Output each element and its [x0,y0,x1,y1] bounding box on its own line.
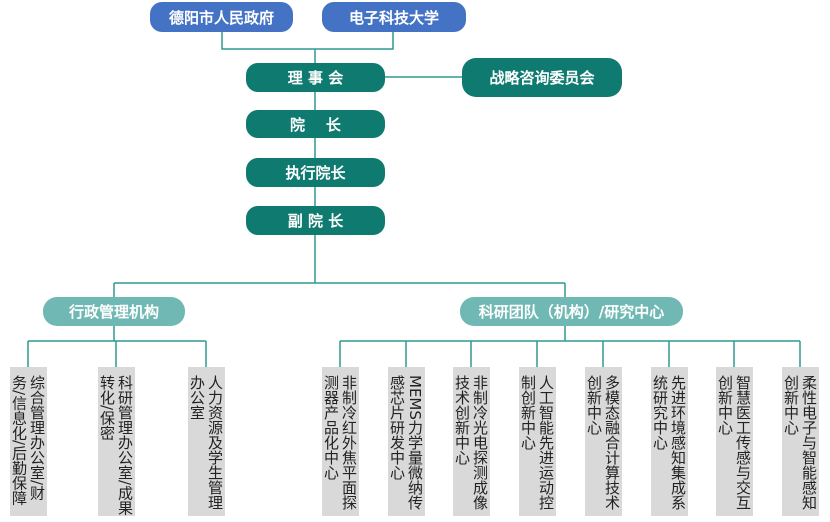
research-unit: 先进环境感知集成系统研究中心 [651,367,688,516]
node-uestc: 电子科技大学 [322,2,466,32]
node-executive-president: 执行院长 [246,158,385,187]
research-unit: MEMS力学量微纳传感芯片研发中心 [388,367,425,516]
admin-unit: 综合管理办公室/财务/信息化/后勤保障 [10,367,47,516]
research-unit: 多模态融合计算技术创新中心 [585,367,622,516]
node-admin: 行政管理机构 [43,297,185,326]
node-research: 科研团队（机构）/研究中心 [460,297,683,326]
research-unit: 柔性电子与智能感知创新中心 [782,367,819,516]
node-president: 院 长 [246,110,385,138]
node-deyang-government: 德阳市人民政府 [150,2,293,32]
admin-unit: 科研管理办公室/成果转化/保密 [98,367,135,516]
research-unit: 智慧医工传感与交互创新中心 [716,367,753,516]
research-unit: 人工智能先进运动控制创新中心 [519,367,556,516]
research-unit: 非制冷红外焦平面探测器产品化中心 [322,367,359,516]
node-vice-president: 副 院 长 [246,206,385,235]
research-unit: 非制冷光电探测成像技术创新中心 [453,367,490,516]
node-advisory-committee: 战略咨询委员会 [462,58,622,97]
admin-unit: 人力资源及学生管理办公室 [188,367,225,516]
node-board: 理 事 会 [246,63,385,92]
